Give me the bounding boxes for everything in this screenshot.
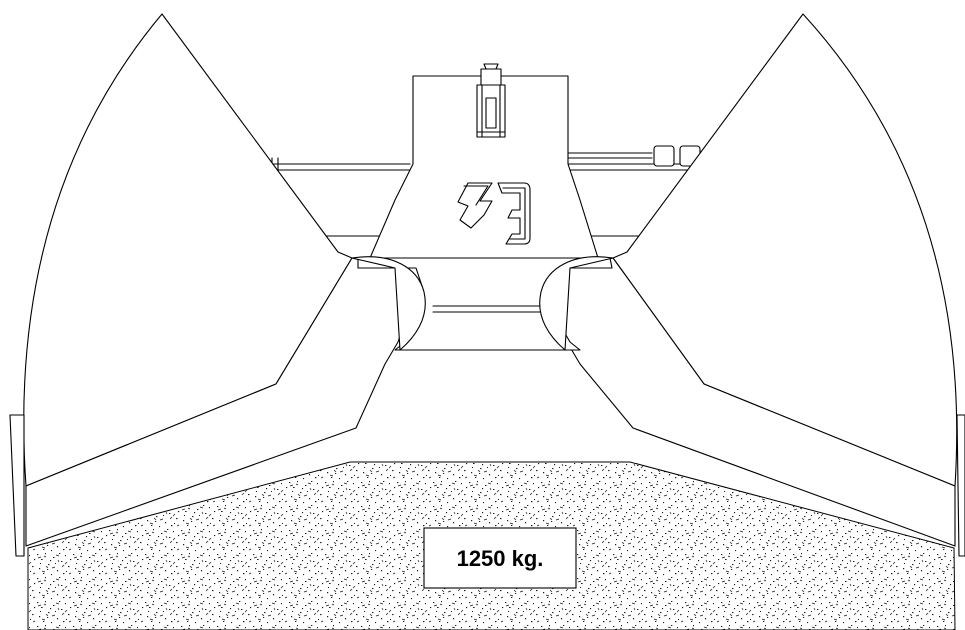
right-shell bbox=[554, 13, 965, 557]
load-weight-label: 1250 kg. bbox=[457, 546, 544, 571]
load-weight-panel: 1250 kg. bbox=[423, 527, 577, 589]
suspension-hook bbox=[476, 63, 506, 138]
central-hub bbox=[351, 256, 614, 351]
logo-icon bbox=[457, 182, 531, 245]
